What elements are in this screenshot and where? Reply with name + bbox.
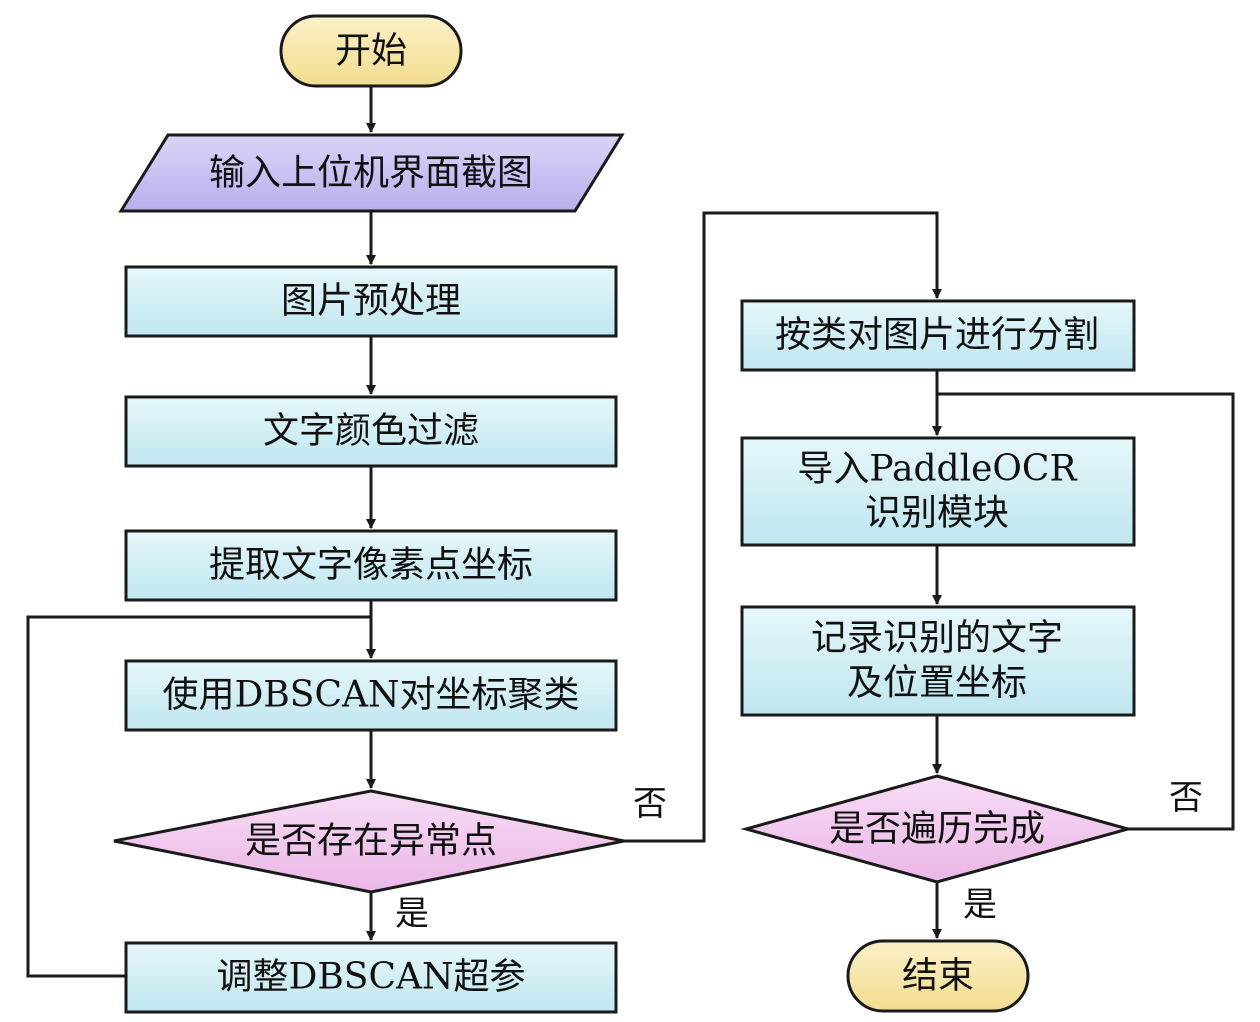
node-ocr-import-label-line2: 识别模块 bbox=[865, 493, 1009, 534]
edge-label-traverse-yes: 是 bbox=[963, 885, 997, 925]
node-color-filter-label: 文字颜色过滤 bbox=[263, 411, 479, 452]
arrow-decision-no-to-segment bbox=[624, 211, 942, 843]
node-outlier-check-label: 是否存在异常点 bbox=[245, 821, 497, 862]
node-segment: 按类对图片进行分割 bbox=[740, 299, 1136, 372]
node-input-label: 输入上位机界面截图 bbox=[209, 153, 533, 194]
loop-traverse-no-to-ocr bbox=[937, 392, 1235, 831]
node-traverse-check: 是否遍历完成 bbox=[740, 774, 1134, 884]
node-start-label: 开始 bbox=[335, 31, 407, 72]
node-end: 结束 bbox=[846, 939, 1030, 1013]
node-preprocess-label: 图片预处理 bbox=[281, 281, 461, 322]
node-extract-coords: 提取文字像素点坐标 bbox=[124, 529, 618, 602]
node-ocr-import: 导入PaddleOCR 识别模块 bbox=[740, 436, 1136, 547]
node-segment-label: 按类对图片进行分割 bbox=[775, 315, 1099, 356]
node-dbscan-cluster: 使用DBSCAN对坐标聚类 bbox=[124, 659, 618, 732]
node-adjust-params: 调整DBSCAN超参 bbox=[124, 941, 618, 1014]
edge-label-outlier-yes: 是 bbox=[395, 894, 429, 934]
node-input: 输入上位机界面截图 bbox=[118, 133, 625, 213]
node-preprocess: 图片预处理 bbox=[124, 265, 618, 338]
connectors bbox=[26, 86, 1235, 978]
edge-label-outlier-no: 否 bbox=[633, 784, 667, 824]
node-traverse-check-label: 是否遍历完成 bbox=[829, 809, 1045, 850]
edge-label-traverse-no: 否 bbox=[1169, 778, 1203, 818]
node-end-label: 结束 bbox=[902, 956, 974, 997]
node-adjust-params-label: 调整DBSCAN超参 bbox=[216, 957, 525, 998]
node-dbscan-cluster-label: 使用DBSCAN对坐标聚类 bbox=[162, 675, 579, 716]
node-ocr-import-label-line1: 导入PaddleOCR bbox=[797, 449, 1077, 490]
node-start: 开始 bbox=[279, 14, 463, 88]
node-record-label-line2: 及位置坐标 bbox=[847, 663, 1027, 704]
loop-adjust-to-dbscan bbox=[26, 615, 371, 978]
node-color-filter: 文字颜色过滤 bbox=[124, 395, 618, 468]
node-record-label-line1: 记录识别的文字 bbox=[811, 618, 1063, 659]
node-outlier-check: 是否存在异常点 bbox=[113, 789, 625, 894]
node-record: 记录识别的文字 及位置坐标 bbox=[740, 605, 1136, 717]
node-extract-coords-label: 提取文字像素点坐标 bbox=[209, 545, 533, 586]
